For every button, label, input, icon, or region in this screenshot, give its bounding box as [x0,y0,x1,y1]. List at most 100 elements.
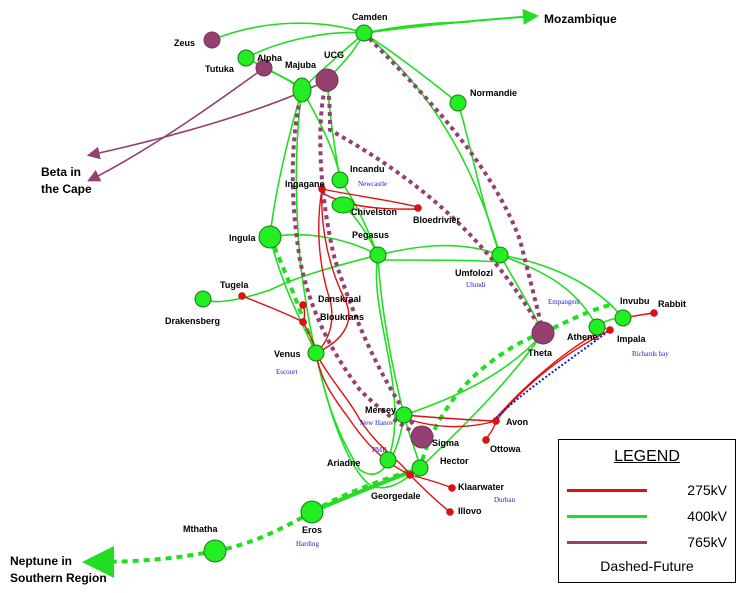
town-new-hanover: New Hanov [360,419,394,427]
bloukrans-node [299,318,307,326]
hector-node [411,459,429,477]
legend-swatch-275kv [567,489,647,492]
label-georgedale: Georgedale [371,491,421,501]
venus-node [307,344,325,362]
label-venus: Venus [274,349,301,359]
legend-box: LEGEND 275kV 400kV 765kV Dashed-Future [558,439,736,583]
label-incandu: Incandu [350,164,385,174]
legend-label-765kv: 765kV [687,534,727,550]
label-mozambique: Mozambique [544,12,617,26]
lines-765kv-future [290,31,545,439]
label-danskraal: Danskraal [318,294,361,304]
athene-node [588,318,606,336]
label-camden: Camden [352,12,388,22]
label-athene: Athene [567,332,598,342]
ingula-node [258,225,282,249]
zeus-node [203,31,221,49]
avon-node [492,417,500,425]
rabbit-node [650,309,658,317]
label-neptune-2: Southern Region [10,571,107,585]
town-ulundi: Ulundi [466,281,486,289]
tugela-node [238,292,246,300]
label-normandie: Normandie [470,88,517,98]
legend-item-400kv: 400kV [567,506,731,528]
mthatha-node [203,539,227,563]
label-drakensberg: Drakensberg [165,316,220,326]
label-hector: Hector [440,456,469,466]
external-labels: Mozambique Beta in the Cape Neptune in S… [10,12,617,585]
substations-275kv [238,185,658,516]
label-klaarwater: Klaarwater [458,482,505,492]
camden-node [355,24,373,42]
lines-400kv-future [82,236,611,578]
town-empangeni: Empangeni [548,298,580,306]
ucg-node [315,68,339,92]
substations-765kv [203,31,555,449]
label-rabbit: Rabbit [658,299,686,309]
majuba-node [292,77,312,103]
label-eros: Eros [302,525,322,535]
label-illovo: Illovo [458,506,482,516]
legend-swatch-765kv [567,541,647,544]
ingagane-node [318,185,326,193]
label-ucg: UCG [324,50,344,60]
label-impala: Impala [617,334,647,344]
legend-swatch-400kv [567,515,647,518]
line-richards-bay-blue [495,329,611,419]
label-beta-1: Beta in [41,165,81,179]
umfolozi-node [491,246,509,264]
town-richards-bay: Richards bay [632,350,669,358]
label-mthatha: Mthatha [183,524,218,534]
legend-label-275kv: 275kV [687,482,727,498]
impala-node [606,326,614,334]
label-neptune-1: Neptune in [10,554,72,568]
label-zeus: Zeus [174,38,195,48]
lines-275kv [241,188,655,513]
line-to-mozambique [363,8,539,34]
lines-400kv [202,21,624,489]
label-umfolozi: Umfolozi [455,268,493,278]
normandie-node [449,94,467,112]
ariadne-node [379,451,397,469]
town-newcastle: Newcastle [358,180,387,188]
legend-title: LEGEND [614,448,680,465]
label-invubu: Invubu [620,296,650,306]
label-sigma: Sigma [432,438,460,448]
label-pegasus: Pegasus [352,230,389,240]
label-chivelston: Chivelston [351,207,397,217]
mersey-node [395,406,413,424]
incandu-node [331,171,349,189]
label-theta: Theta [528,348,553,358]
bloedrivier-node [414,204,422,212]
label-alpha: Alpha [257,53,283,63]
town-escourt: Escourt [276,368,297,376]
line-eros-hector [311,466,421,514]
klaarwater-node [448,484,456,492]
eros-node [300,500,324,524]
alpha-node [237,49,255,67]
label-mersey: Mersey [365,405,396,415]
town-pmb: PMB [372,446,387,454]
ottowa-node [482,436,490,444]
label-ottowa: Ottowa [490,444,521,454]
theta-node [531,321,555,345]
pegasus-node [369,246,387,264]
tutuka-node [255,59,273,77]
georgedale-node [406,471,414,479]
label-majuba: Majuba [285,60,317,70]
station-labels: Zeus Camden Alpha Tutuka Majuba UCG Norm… [165,12,686,535]
danskraal-node [299,301,307,309]
label-bloukrans: Bloukrans [320,312,364,322]
chivelston-node [331,196,355,214]
invubu-node [614,309,632,327]
label-ingagane: Ingagane [285,179,325,189]
label-bloedrivier: Bloedrivier [413,215,461,225]
legend-note: Dashed-Future [600,558,694,574]
legend-item-275kv: 275kV [567,480,731,502]
sigma-node [410,425,434,449]
illovo-node [446,508,454,516]
town-harding: Harding [296,540,319,548]
label-beta-2: the Cape [41,182,92,196]
label-ingula: Ingula [229,233,256,243]
